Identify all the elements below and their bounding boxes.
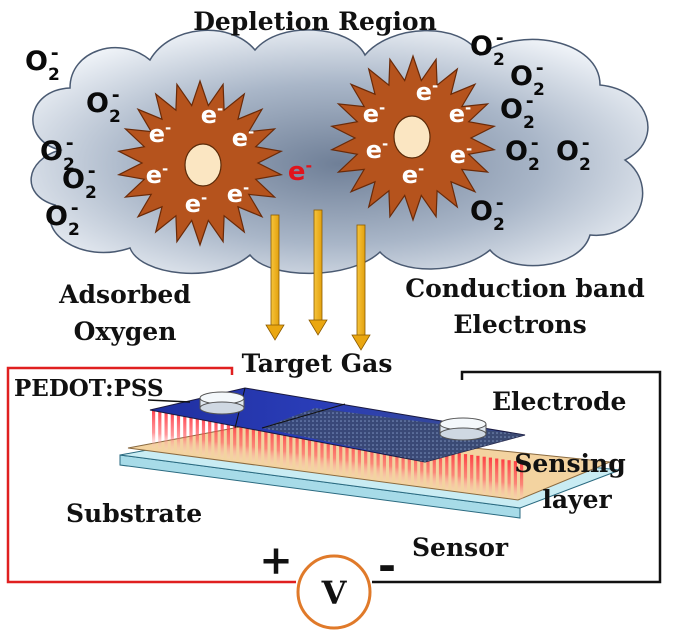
gas-flow-arrows [265, 209, 371, 351]
pedot-pss-pointer [147, 399, 191, 403]
circuit-wire-right [372, 370, 662, 584]
circuit [6, 366, 662, 584]
grain-core [184, 143, 222, 187]
pedot-pss-label: PEDOT:PSS [14, 375, 164, 402]
sensing-layer-line1: Sensing [514, 449, 625, 478]
voltmeter: V [296, 554, 372, 630]
sensor-device [119, 387, 621, 519]
grain-left [116, 79, 284, 247]
title-depletion-region: Depletion Region [193, 7, 437, 36]
adsorbed-oxygen-line2: Oxygen [74, 317, 177, 346]
conduction-band-line1: Conduction band [405, 274, 645, 303]
arrow-3 [351, 224, 371, 351]
arrow-1 [265, 214, 285, 341]
substrate-label: Substrate [66, 499, 202, 528]
sensor-label: Sensor [412, 533, 509, 562]
conduction-band-line2: Electrons [453, 310, 586, 339]
text-labels: Depletion Region Adsorbed Oxygen Conduct… [14, 7, 645, 591]
sensing-layer-line2: layer [542, 485, 612, 514]
sensing-layer-columns [152, 410, 524, 500]
voltmeter-label: V [321, 574, 348, 612]
grain-core [393, 115, 431, 159]
target-gas-label: Target Gas [242, 349, 393, 378]
circuit-wire-left [6, 366, 296, 584]
arrow-2 [308, 209, 328, 336]
adsorbed-oxygen-line1: Adsorbed [58, 280, 191, 309]
electrode-pad-right [439, 417, 487, 441]
electrode-label: Electrode [492, 387, 626, 416]
minus-sign: - [378, 540, 396, 591]
grain-right [329, 54, 497, 222]
electrode-pad-left [199, 391, 245, 415]
oxygen-ion-label: O2- [25, 42, 60, 85]
plus-sign: + [259, 537, 293, 584]
